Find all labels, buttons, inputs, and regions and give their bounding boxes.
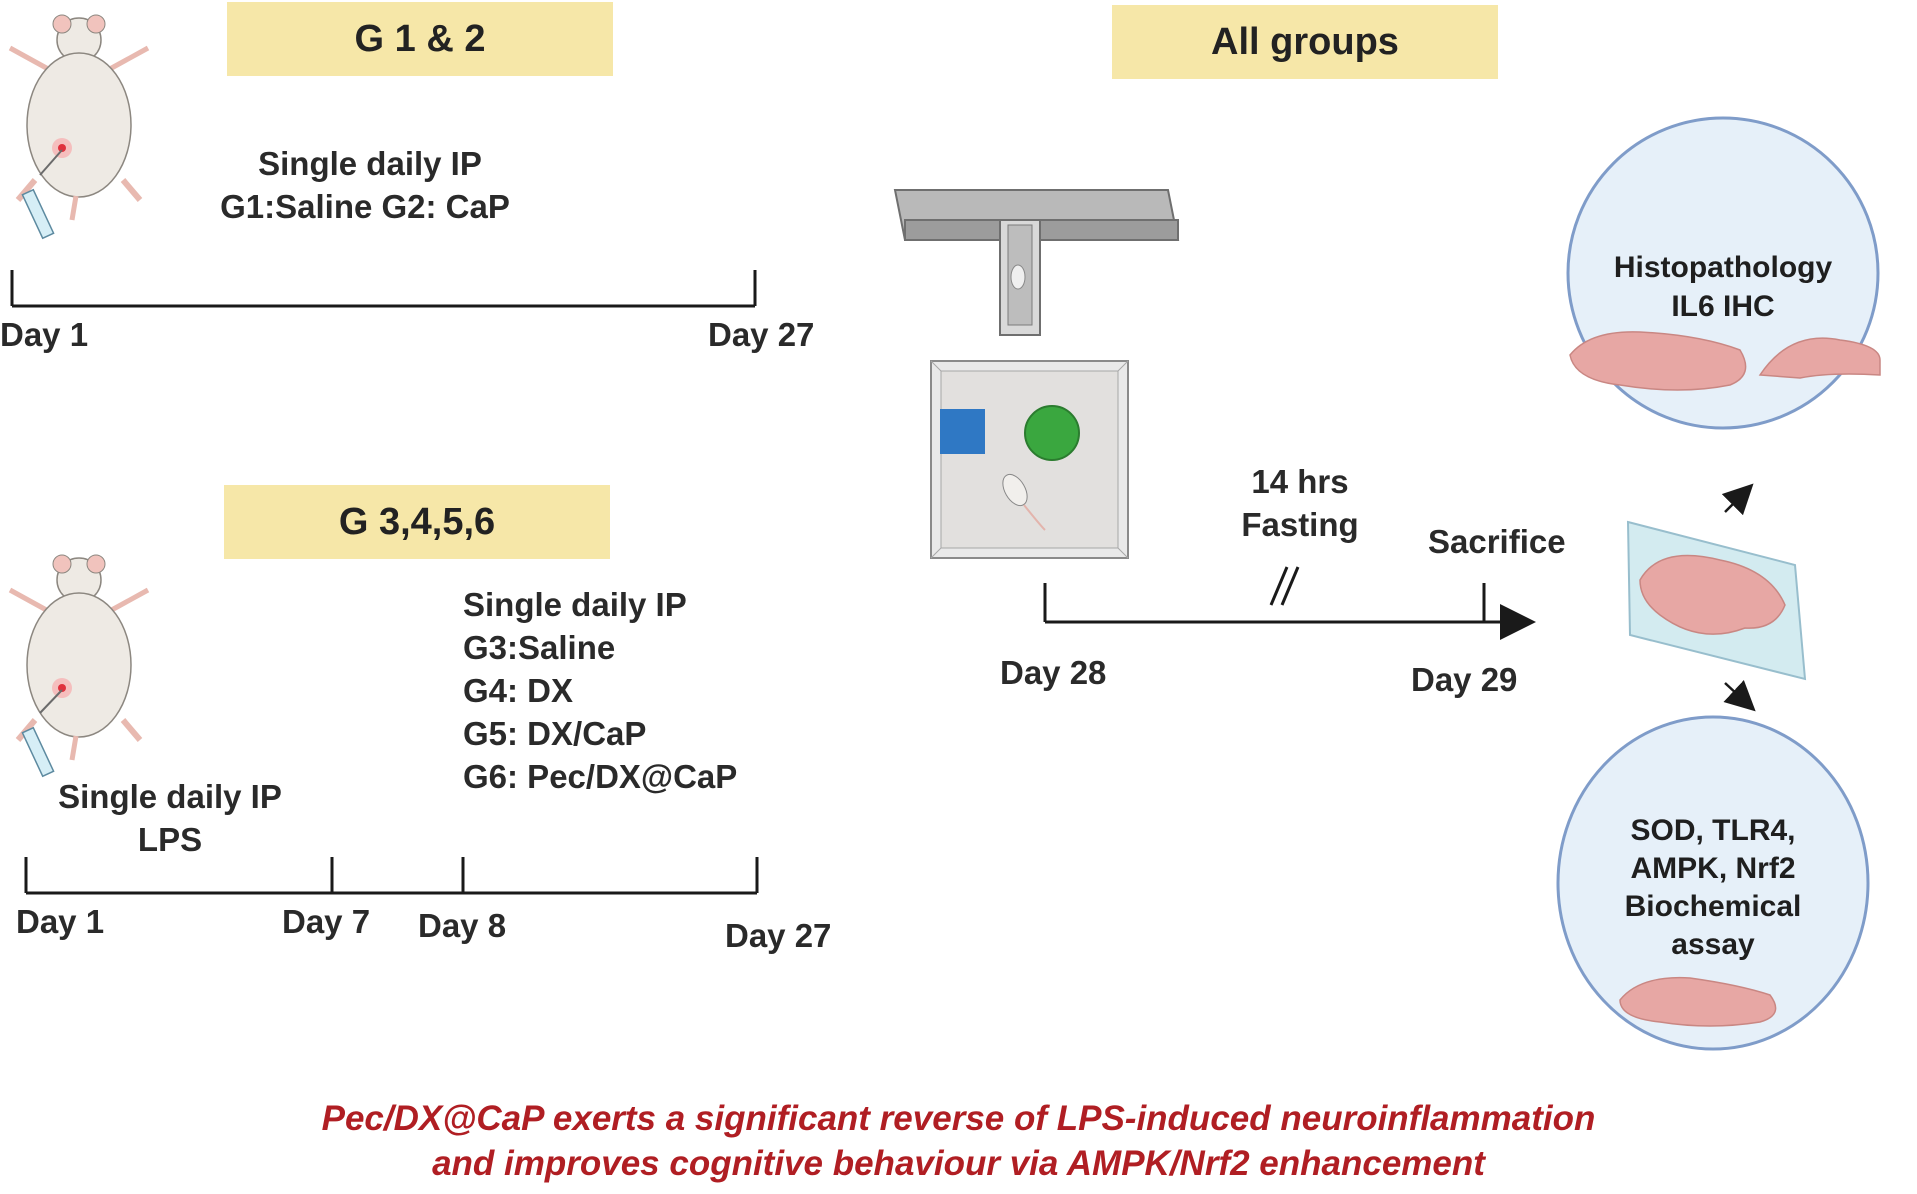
group-label-all: All groups bbox=[1112, 5, 1498, 79]
treatment-2-line-5: G6: Pec/DX@CaP bbox=[463, 758, 738, 795]
treatment-1-line1: Single daily IP bbox=[258, 145, 482, 182]
histology-label-line2: IL6 IHC bbox=[1671, 290, 1775, 323]
mouse-injection-icon-2 bbox=[8, 554, 150, 778]
timeline-1-day-start: Day 1 bbox=[0, 316, 89, 353]
fasting-line2: Fasting bbox=[1241, 506, 1359, 543]
treatment-2-line-4: G5: DX/CaP bbox=[463, 715, 647, 752]
histology-circle bbox=[1566, 116, 1881, 430]
timeline-2-day-1: Day 1 bbox=[16, 903, 105, 940]
timeline-2 bbox=[24, 857, 759, 895]
lps-line1: Single daily IP bbox=[58, 778, 282, 815]
timeline-2-day-27: Day 27 bbox=[725, 917, 832, 954]
sacrifice-label: Sacrifice bbox=[1428, 523, 1566, 560]
group-label-g1-2: G 1 & 2 bbox=[227, 2, 613, 76]
treatment-2-line-3: G4: DX bbox=[463, 672, 574, 709]
lps-line2: LPS bbox=[137, 821, 203, 858]
arrow-to-biochem bbox=[1723, 680, 1756, 712]
treatment-2-line-2: G3:Saline bbox=[463, 629, 616, 666]
conclusion-line2: and improves cognitive behaviour via AMP… bbox=[432, 1144, 1485, 1183]
green-circle-object bbox=[1024, 405, 1080, 461]
biochem-circle bbox=[1556, 715, 1870, 1051]
treatment-1-line2: G1:Saline G2: CaP bbox=[220, 188, 510, 225]
group-label-g3-6: G 3,4,5,6 bbox=[224, 485, 610, 559]
fasting-line1: 14 hrs bbox=[1251, 463, 1349, 500]
mouse-injection-icon-1 bbox=[8, 14, 150, 240]
timeline-3 bbox=[1043, 566, 1536, 640]
timeline-2-day-8: Day 8 bbox=[418, 907, 507, 944]
timeline-3-day-start: Day 28 bbox=[1000, 654, 1107, 691]
timeline-3-day-end: Day 29 bbox=[1411, 661, 1518, 698]
biochem-label-line1: SOD, TLR4, bbox=[1630, 814, 1796, 847]
timeline-2-day-7: Day 7 bbox=[282, 903, 371, 940]
timeline-1 bbox=[10, 270, 757, 308]
brain-slice-icon bbox=[1626, 520, 1807, 681]
treatment-2-line-1: Single daily IP bbox=[463, 586, 687, 623]
blue-square-object bbox=[940, 409, 985, 454]
timeline-1-day-end: Day 27 bbox=[708, 316, 815, 353]
biochem-label-line2: AMPK, Nrf2 bbox=[1630, 852, 1796, 885]
t-maze-icon bbox=[893, 189, 1180, 336]
biochem-label-line4: assay bbox=[1671, 928, 1755, 961]
histology-label-line1: Histopathology bbox=[1613, 251, 1833, 284]
conclusion-line1: Pec/DX@CaP exerts a significant reverse … bbox=[321, 1099, 1596, 1138]
arrow-to-histology bbox=[1721, 483, 1754, 516]
open-field-box-icon bbox=[930, 360, 1129, 559]
biochem-label-line3: Biochemical bbox=[1624, 890, 1802, 923]
